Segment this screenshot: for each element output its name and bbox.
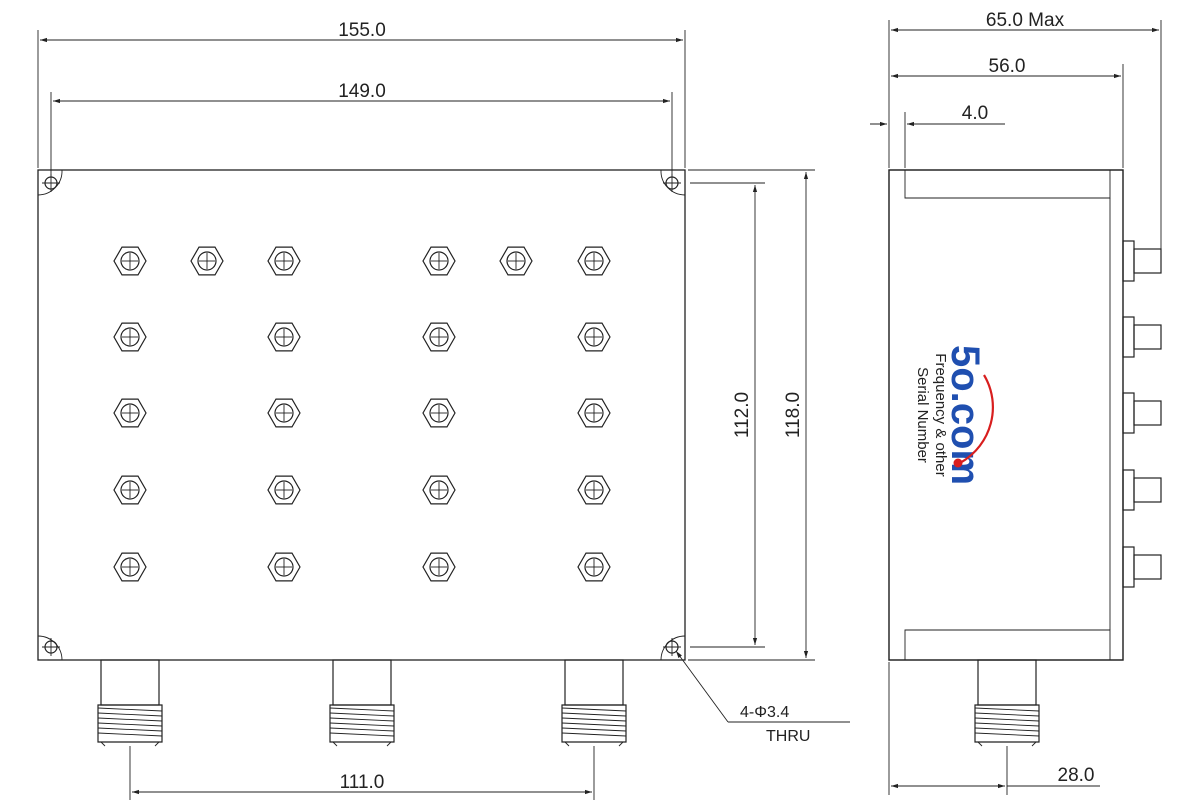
dimension-connector-spacing: 111.0 bbox=[129, 746, 595, 800]
hex-screw bbox=[267, 398, 301, 428]
dimension-overall-width: 155.0 bbox=[37, 20, 686, 168]
dimension-body-depth: 56.0 bbox=[891, 56, 1124, 168]
hex-screw bbox=[422, 552, 456, 582]
side-connector bbox=[1122, 469, 1162, 511]
mounting-holes bbox=[37, 169, 686, 661]
label-serial-line: Serial Number bbox=[914, 367, 931, 463]
hole-note-line1: 4-Φ3.4 bbox=[740, 704, 789, 721]
dim-56-label: 56.0 bbox=[989, 56, 1026, 77]
connector-left bbox=[97, 659, 163, 747]
label-frequency-line: Frequency & other bbox=[932, 353, 949, 476]
dim-111-label: 111.0 bbox=[340, 772, 385, 793]
hex-screw bbox=[267, 552, 301, 582]
hole-callout: 4-Φ3.4 THRU bbox=[675, 650, 850, 745]
side-connector bbox=[1122, 316, 1162, 358]
side-bottom-connector bbox=[974, 659, 1040, 747]
hex-screw bbox=[577, 552, 611, 582]
hex-screw bbox=[113, 552, 147, 582]
mounting-hole-bottom-left bbox=[37, 635, 63, 661]
side-connector bbox=[1122, 240, 1162, 282]
logo-dot-icon bbox=[953, 458, 963, 468]
hex-screw bbox=[422, 475, 456, 505]
hex-screw bbox=[577, 322, 611, 352]
dim-4-label: 4.0 bbox=[962, 103, 988, 124]
mounting-hole-bottom-right bbox=[660, 635, 686, 661]
mounting-hole-top-right bbox=[660, 169, 686, 196]
hex-screw bbox=[267, 246, 301, 276]
dim-155-label: 155.0 bbox=[338, 20, 386, 41]
hex-screw bbox=[113, 322, 147, 352]
side-connectors bbox=[1122, 240, 1162, 588]
front-body-outline bbox=[37, 169, 686, 661]
hex-screw bbox=[267, 475, 301, 505]
connector-center bbox=[329, 659, 395, 747]
logo-swoosh-icon bbox=[959, 374, 994, 464]
hex-screw bbox=[577, 246, 611, 276]
side-label-group: Frequency & other Serial Number 5o.com bbox=[914, 345, 994, 485]
dimension-hole-spacing-height: 112.0 bbox=[690, 182, 765, 648]
hex-screw bbox=[113, 475, 147, 505]
side-view: Frequency & other Serial Number 5o.com 6… bbox=[870, 10, 1162, 795]
dimension-hole-spacing-width: 149.0 bbox=[50, 81, 673, 176]
hex-screw bbox=[422, 246, 456, 276]
dim-28-label: 28.0 bbox=[1058, 765, 1095, 786]
dimension-overall-height: 118.0 bbox=[688, 169, 815, 661]
dim-65-label: 65.0 Max bbox=[986, 10, 1065, 31]
hex-screw bbox=[267, 322, 301, 352]
hex-screw bbox=[499, 246, 533, 276]
mounting-hole-top-left bbox=[37, 169, 63, 196]
hex-screw bbox=[190, 246, 224, 276]
side-connector bbox=[1122, 392, 1162, 434]
dim-118-label: 118.0 bbox=[783, 392, 804, 438]
bottom-connectors bbox=[97, 659, 627, 747]
connector-right bbox=[561, 659, 627, 747]
dim-112-label: 112.0 bbox=[732, 392, 753, 438]
dimension-max-depth: 65.0 Max bbox=[888, 10, 1162, 252]
hole-note-line2: THRU bbox=[766, 728, 810, 745]
hex-screw-grid bbox=[113, 246, 611, 582]
side-connector bbox=[1122, 546, 1162, 588]
hex-screw bbox=[113, 398, 147, 428]
hex-screw bbox=[422, 398, 456, 428]
hex-screw bbox=[577, 475, 611, 505]
hex-screw bbox=[422, 322, 456, 352]
dimension-lip: 4.0 bbox=[870, 103, 1005, 168]
front-view: 155.0 149.0 112.0 118.0 111. bbox=[37, 20, 850, 800]
hex-screw bbox=[577, 398, 611, 428]
dim-149-label: 149.0 bbox=[338, 81, 386, 102]
dimension-connector-offset: 28.0 bbox=[888, 662, 1100, 795]
brand-logo: 5o.com bbox=[943, 345, 987, 485]
hex-screw bbox=[113, 246, 147, 276]
